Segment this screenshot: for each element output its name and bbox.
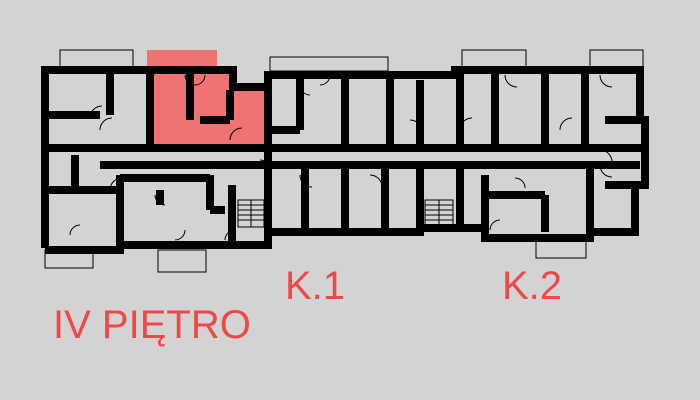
highlighted-apartment[interactable] <box>147 50 265 145</box>
staircase-k1 <box>237 199 265 228</box>
floor-label: IV PIĘTRO <box>53 303 251 347</box>
door-swings <box>69 74 613 241</box>
stair-label-k2: K.2 <box>502 264 563 308</box>
stair-label-k1: K.1 <box>285 264 346 308</box>
staircase-k2 <box>424 199 454 228</box>
walls <box>41 66 649 254</box>
